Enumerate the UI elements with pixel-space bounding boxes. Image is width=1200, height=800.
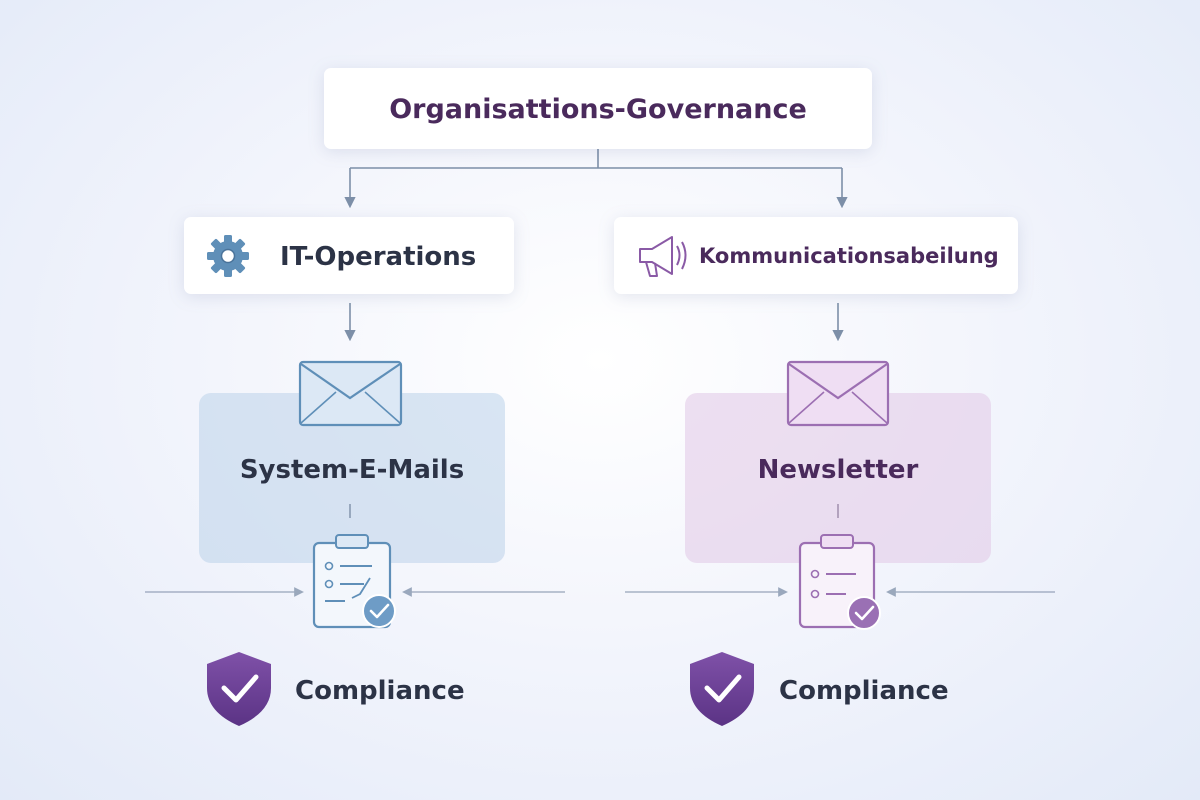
check-badge-icon — [362, 594, 396, 628]
compliance-left: Compliance — [207, 652, 465, 726]
compliance-label: Compliance — [779, 676, 949, 706]
governance-title: Organisattions-Governance — [389, 94, 807, 125]
megaphone-icon — [639, 236, 687, 277]
governance-box: Organisattions-Governance — [324, 68, 872, 149]
communication-label: Kommunicationsabeilung — [699, 244, 999, 268]
system-emails-card: System-E-Mails — [199, 360, 505, 563]
envelope-icon — [786, 360, 890, 427]
shield-check-icon — [207, 652, 271, 726]
it-operations-label: IT-Operations — [280, 242, 476, 272]
compliance-right: Compliance — [690, 652, 949, 726]
newsletter-card: Newsletter — [685, 360, 991, 563]
top-connector — [344, 149, 848, 209]
gear-icon — [207, 235, 249, 277]
compliance-label: Compliance — [295, 676, 465, 706]
check-badge-icon — [847, 596, 881, 630]
system-emails-label: System-E-Mails — [240, 455, 464, 485]
envelope-icon — [298, 360, 403, 427]
it-operations-box: IT-Operations — [184, 217, 514, 294]
communication-box: Kommunicationsabeilung — [614, 217, 1018, 294]
shield-check-icon — [690, 652, 754, 726]
department-to-email-arrows — [344, 303, 844, 342]
newsletter-label: Newsletter — [758, 455, 919, 485]
